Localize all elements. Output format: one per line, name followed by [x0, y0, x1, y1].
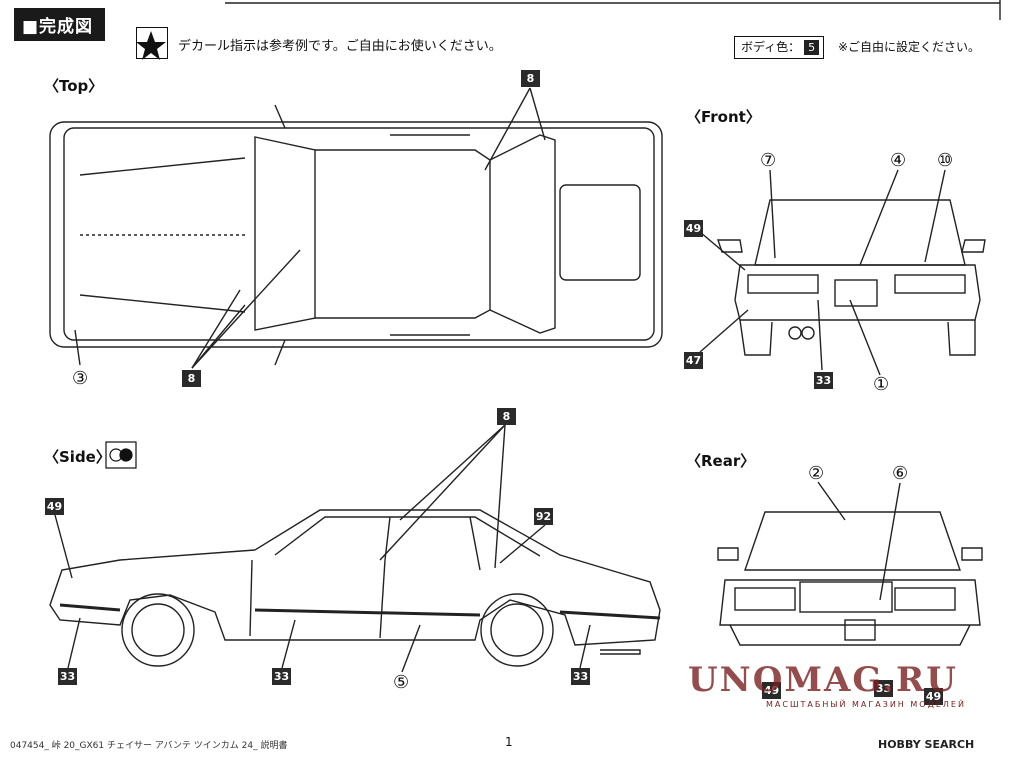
- decal-tag: 33: [874, 680, 893, 697]
- car-rear-view: [717, 511, 983, 646]
- page-number: 1: [505, 735, 513, 749]
- decal-tag: 33: [571, 668, 590, 685]
- part-number: ③: [72, 368, 89, 389]
- body-color-box: ボディ色：5: [734, 36, 825, 59]
- watermark-sub: МАСШТАБНЫЙ МАГАЗИН МОДЕЛЕЙ: [766, 700, 966, 709]
- watermark: UNOMAG.RU: [688, 660, 958, 700]
- decal-tag: 92: [534, 508, 553, 525]
- car-side-view: [49, 509, 661, 667]
- decal-tag: 47: [684, 352, 703, 369]
- decal-tag: 8: [182, 370, 201, 387]
- footer-text: 047454_ 峠 20_GX61 チェイサー アバンテ ツインカム 24_ 説…: [10, 741, 288, 751]
- decal-tag: 8: [497, 408, 516, 425]
- decal-tag: 49: [684, 220, 703, 237]
- view-title-front: 〈Front〉: [686, 108, 761, 126]
- car-top-view: [49, 104, 663, 366]
- body-color-label: ボディ色：: [741, 40, 801, 54]
- view-title-rear: 〈Rear〉: [686, 452, 756, 470]
- part-number: ⑥: [892, 463, 909, 484]
- part-number: ①: [873, 374, 890, 395]
- star-icon: [136, 31, 166, 60]
- decal-tag: 49: [45, 498, 64, 515]
- decal-note: デカール指示は参考例です。ご自由にお使いください。: [178, 39, 502, 54]
- part-number: ⑤: [393, 672, 410, 693]
- decal-tag: 8: [521, 70, 540, 87]
- hobby-search-logo: HOBBY SEARCH: [878, 738, 975, 751]
- view-title-side: 〈Side〉: [44, 448, 111, 466]
- part-number: ④: [890, 150, 907, 171]
- decal-tag: 33: [58, 668, 77, 685]
- decal-tag: 49: [762, 682, 781, 699]
- view-title-top: 〈Top〉: [44, 77, 104, 95]
- part-number: ⑦: [760, 150, 777, 171]
- body-color-note: ※ご自由に設定ください。: [838, 40, 981, 54]
- decal-tag: 33: [272, 668, 291, 685]
- decal-chip: [105, 441, 137, 469]
- page-title: ■完成図: [14, 8, 106, 41]
- part-number: ⑩: [937, 150, 954, 171]
- car-front-view: [717, 199, 986, 356]
- decal-note-box: [136, 27, 168, 59]
- decal-tag: 49: [924, 688, 943, 705]
- part-number: ②: [808, 463, 825, 484]
- body-color-number: 5: [804, 40, 820, 55]
- decal-tag: 33: [814, 372, 833, 389]
